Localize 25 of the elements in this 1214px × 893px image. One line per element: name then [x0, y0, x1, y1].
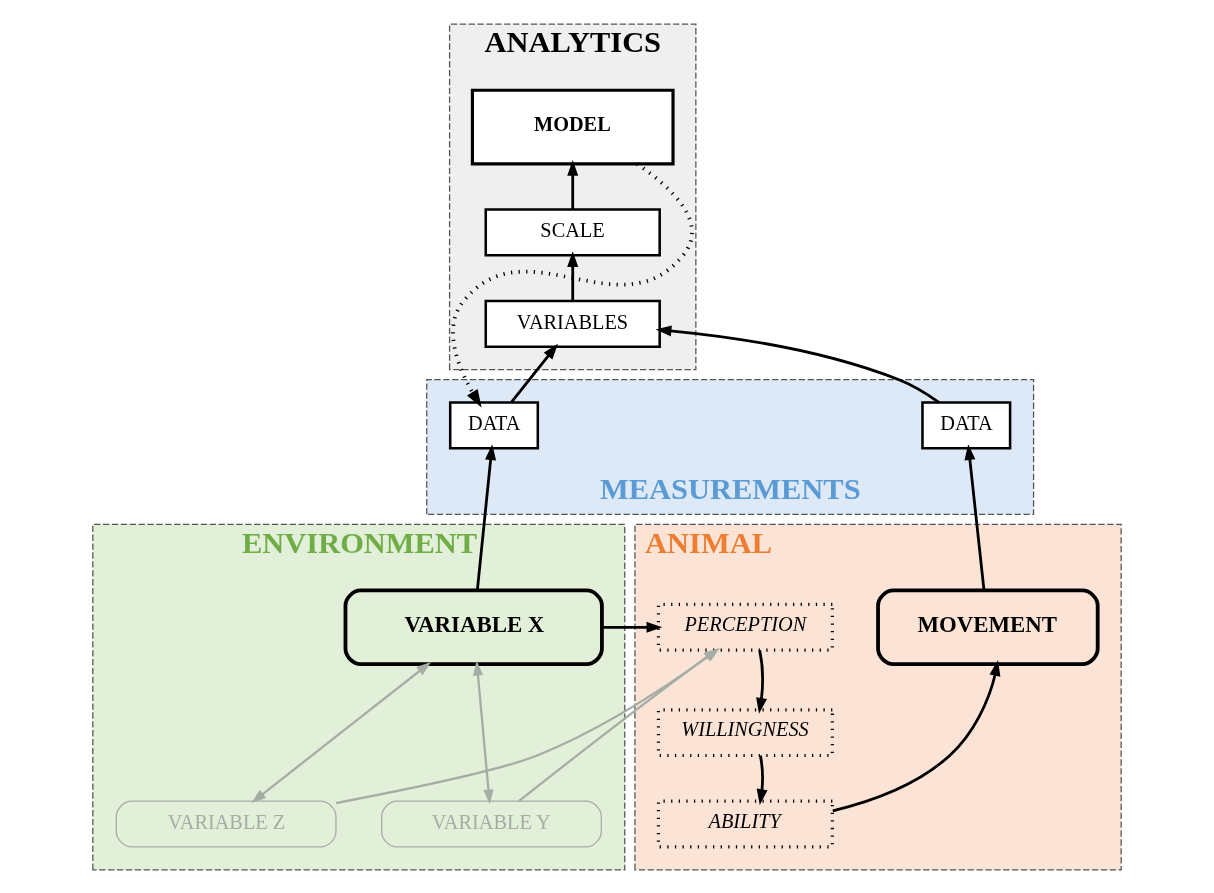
node-box: ABILITY	[656, 799, 834, 848]
arrow	[832, 659, 1001, 812]
node-box: VARIABLE Y	[381, 800, 602, 848]
node-box: PERCEPTION	[656, 602, 834, 652]
arrow	[756, 649, 768, 714]
arrow	[251, 661, 431, 803]
node-box: VARIABLE X	[343, 588, 604, 666]
arrow	[655, 324, 941, 404]
arrow	[567, 250, 579, 301]
arrow	[756, 754, 768, 805]
arrow	[451, 161, 694, 407]
node-box: DATA	[448, 400, 540, 450]
arrow	[475, 443, 497, 590]
arrow	[567, 159, 579, 209]
node-box: MOVEMENT	[876, 588, 1100, 666]
node-box: VARIABLE Z	[115, 800, 337, 848]
arrow	[964, 443, 986, 591]
node-box: DATA	[921, 400, 1012, 450]
arrow	[602, 621, 663, 633]
arrow	[472, 660, 494, 804]
node-box: VARIABLES	[484, 299, 661, 348]
node-box: SCALE	[484, 207, 661, 257]
node-box: WILLINGNESS	[656, 707, 834, 757]
node-box: MODEL	[470, 88, 675, 165]
arrow	[510, 343, 558, 403]
